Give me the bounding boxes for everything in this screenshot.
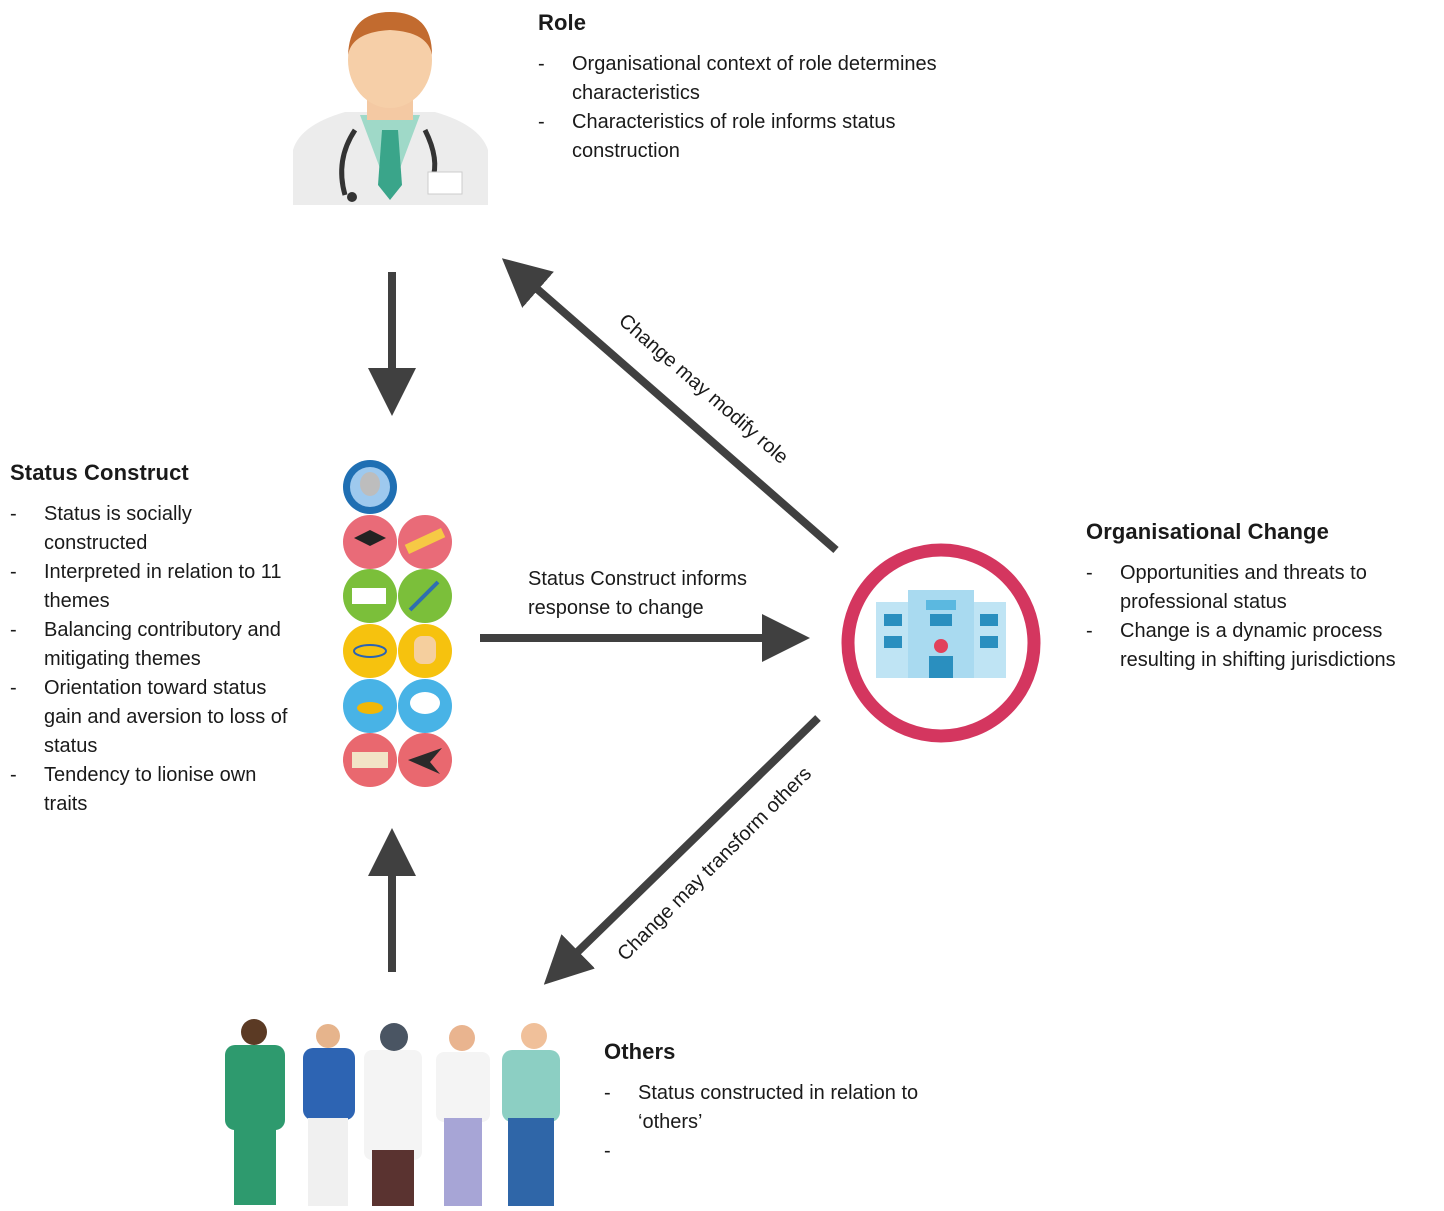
role-title: Role bbox=[538, 10, 587, 35]
organisational-change-bullet: Change is a dynamic process resulting in… bbox=[1086, 617, 1436, 675]
label-informs-change: Status Construct informs response to cha… bbox=[528, 568, 747, 619]
role-bullet: Characteristics of role informs status c… bbox=[538, 108, 938, 166]
hospital-illustration bbox=[841, 543, 1041, 743]
arrow-change-to-others bbox=[543, 715, 821, 985]
others-bullets: Status constructed in relation to ‘other… bbox=[604, 1079, 964, 1166]
others-block: Others Status constructed in relation to… bbox=[604, 1039, 964, 1166]
arrow-change-to-role bbox=[501, 258, 839, 554]
status-construct-block: Status Construct Status is socially cons… bbox=[10, 460, 290, 819]
status-construct-title: Status Construct bbox=[10, 460, 189, 485]
status-theme-icons bbox=[343, 460, 452, 787]
status-construct-bullet: Status is socially constructed bbox=[10, 500, 290, 558]
status-construct-bullets: Status is socially constructed Interpret… bbox=[10, 500, 290, 819]
role-bullets: Organisational context of role determine… bbox=[538, 50, 938, 166]
status-construct-bullet: Orientation toward status gain and avers… bbox=[10, 674, 290, 761]
status-construct-bullet: Interpreted in relation to 11 themes bbox=[10, 558, 290, 616]
organisational-change-block: Organisational Change Opportunities and … bbox=[1086, 519, 1436, 675]
status-construct-bullet: Balancing contributory and mitigating th… bbox=[10, 616, 290, 674]
healthcare-staff-illustration bbox=[225, 1019, 560, 1206]
organisational-change-bullets: Opportunities and threats to professiona… bbox=[1086, 559, 1436, 675]
doctor-illustration bbox=[293, 12, 488, 205]
role-bullet: Organisational context of role determine… bbox=[538, 50, 938, 108]
flow-arrows bbox=[368, 258, 839, 985]
organisational-change-bullet: Opportunities and threats to professiona… bbox=[1086, 559, 1436, 617]
role-block: Role Organisational context of role dete… bbox=[538, 10, 938, 166]
others-title: Others bbox=[604, 1039, 676, 1064]
organisational-change-title: Organisational Change bbox=[1086, 519, 1329, 544]
status-construct-bullet: Tendency to lionise own traits bbox=[10, 761, 290, 819]
others-bullet: Status constructed in relation to ‘other… bbox=[604, 1079, 964, 1137]
